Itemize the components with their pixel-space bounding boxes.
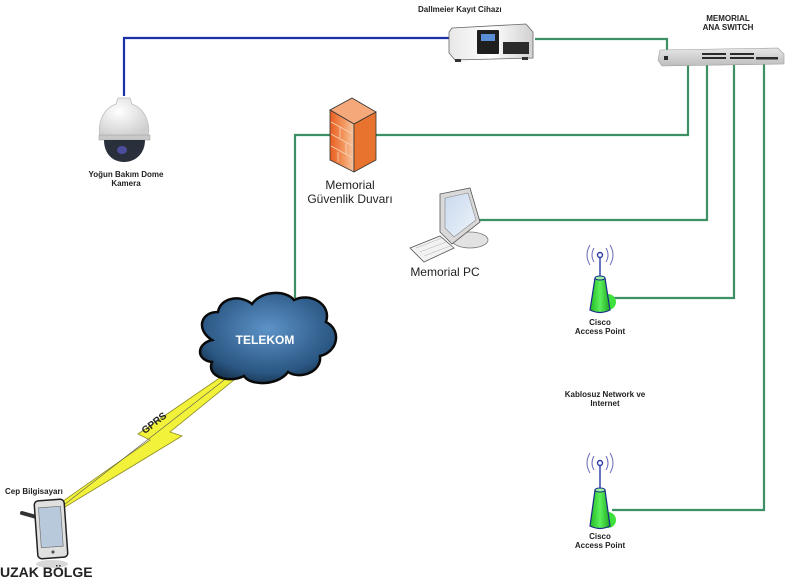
ap1-label-line1: Cisco — [589, 318, 611, 327]
wireless-annotation-line1: Kablosuz Network ve — [564, 390, 646, 399]
desktop-pc-icon[interactable] — [409, 187, 489, 263]
recorder-label: Dallmeier Kayıt Cihazı — [418, 5, 502, 14]
ap2-label-line1: Cisco — [589, 532, 611, 541]
pda-icon[interactable] — [20, 498, 69, 568]
remote-region-label: UZAK BÖLGE — [0, 564, 93, 580]
connections — [122, 36, 766, 512]
cloud-label: TELEKOM — [235, 333, 295, 347]
camera-label: Yoğun Bakım Dome Kamera — [76, 170, 176, 188]
link-switch-pc — [478, 64, 709, 222]
ap2-label-line2: Access Point — [574, 541, 626, 551]
link-switch-ap2 — [612, 64, 766, 512]
ap2-label: Cisco Access Point — [565, 532, 635, 550]
firewall-label: Memorial Güvenlik Duvarı — [300, 178, 400, 207]
firewall-label-line2: Güvenlik Duvarı — [307, 191, 393, 206]
recorder-icon[interactable] — [448, 23, 534, 62]
ap1-label: Cisco Access Point — [565, 318, 635, 336]
wireless-annotation-line2: Internet — [590, 399, 620, 409]
dome-camera-icon[interactable] — [98, 97, 151, 162]
link-recorder-switch — [535, 37, 669, 60]
access-point-icon-2[interactable] — [586, 452, 616, 530]
firewall-icon[interactable] — [329, 97, 377, 173]
switch-label: MEMORIAL ANA SWITCH — [688, 14, 768, 32]
camera-label-line1: Yoğun Bakım Dome — [88, 170, 164, 179]
access-point-icon-1[interactable] — [586, 244, 616, 314]
pda-label: Cep Bilgisayarı — [5, 487, 63, 496]
camera-label-line2: Kamera — [111, 179, 141, 189]
ap1-label-line2: Access Point — [574, 327, 626, 337]
firewall-label-line1: Memorial — [325, 178, 375, 192]
switch-label-line1: MEMORIAL — [706, 14, 750, 23]
switch-icon[interactable] — [657, 47, 785, 67]
link-switch-firewall — [375, 64, 690, 137]
link-firewall-cloud — [293, 133, 330, 298]
switch-label-line2: ANA SWITCH — [702, 23, 754, 33]
pc-label: Memorial PC — [410, 265, 480, 279]
link-camera-recorder — [122, 36, 449, 96]
link-switch-ap1 — [612, 64, 736, 300]
cloud-icon[interactable] — [198, 291, 338, 385]
wireless-annotation: Kablosuz Network ve Internet — [545, 390, 665, 408]
